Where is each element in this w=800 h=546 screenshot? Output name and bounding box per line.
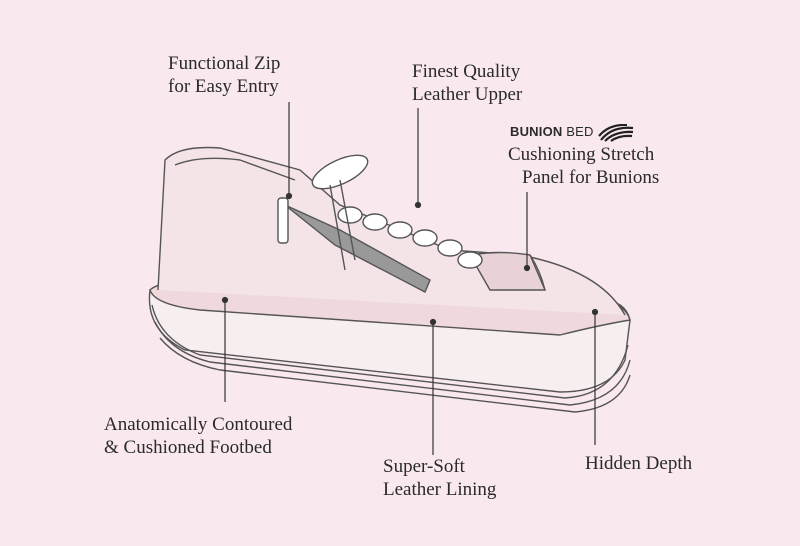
label-line: Leather Upper bbox=[412, 84, 523, 105]
label-line: Leather Lining bbox=[383, 479, 497, 500]
label-line: Super-Soft bbox=[383, 456, 465, 477]
zip bbox=[284, 204, 431, 293]
brand-bold: BUNION bbox=[510, 124, 563, 139]
label-line: for Easy Entry bbox=[168, 76, 279, 97]
label-line: Functional Zip bbox=[168, 53, 281, 74]
label-footbed: Anatomically Contoured & Cushioned Footb… bbox=[104, 413, 292, 459]
label-zip: Functional Zip for Easy Entry bbox=[168, 52, 280, 98]
label-line: Finest Quality bbox=[412, 61, 521, 82]
label-bunion: BUNION BED Cushioning Stretch Panel for … bbox=[508, 120, 659, 189]
label-line: Panel for Bunions bbox=[522, 167, 660, 188]
label-upper: Finest Quality Leather Upper bbox=[412, 60, 522, 106]
brand-light: BED bbox=[566, 124, 594, 139]
label-line: & Cushioned Footbed bbox=[104, 437, 272, 458]
label-line: Anatomically Contoured bbox=[104, 414, 293, 435]
bunion-bed-logo: BUNION BED bbox=[510, 120, 659, 143]
label-depth: Hidden Depth bbox=[585, 452, 692, 475]
label-lining: Super-Soft Leather Lining bbox=[383, 455, 496, 501]
bunion-bed-logo-icon bbox=[598, 123, 634, 142]
label-line: Cushioning Stretch bbox=[508, 144, 655, 165]
label-line: Hidden Depth bbox=[585, 453, 693, 474]
